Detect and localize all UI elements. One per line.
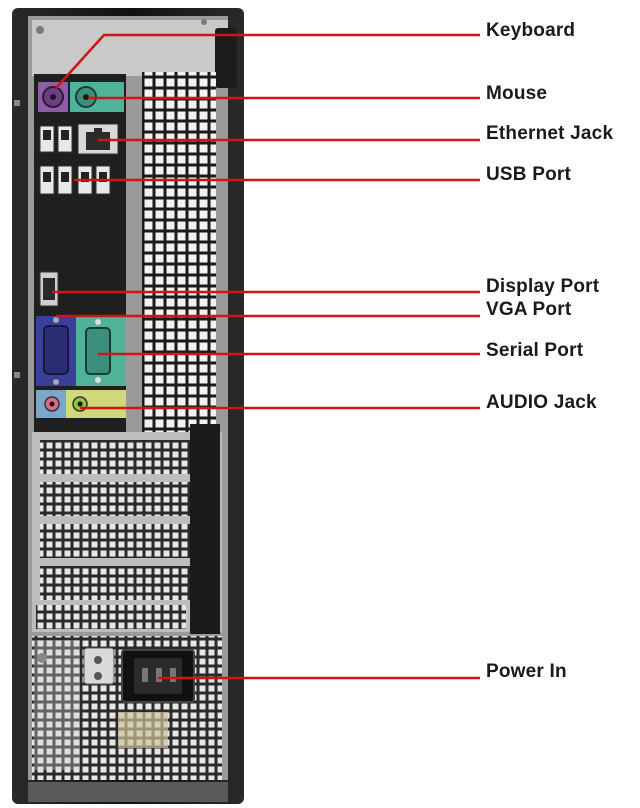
label-audio-jack: AUDIO Jack: [486, 392, 597, 413]
label-power-in: Power In: [486, 661, 567, 682]
label-mouse: Mouse: [486, 83, 548, 104]
audio-jack: [36, 390, 126, 418]
label-vga-port: VGA Port: [486, 299, 572, 320]
keyboard-port: [38, 82, 68, 112]
label-display-port: Display Port: [486, 276, 600, 297]
label-serial-port: Serial Port: [486, 340, 584, 361]
serial-port: [76, 316, 126, 386]
label-keyboard: Keyboard: [486, 20, 576, 41]
display-port: [39, 271, 59, 307]
vga-port: [36, 316, 76, 386]
label-ethernet-jack: Ethernet Jack: [486, 123, 614, 144]
power-inlet: [121, 649, 195, 703]
label-usb-port: USB Port: [486, 164, 571, 185]
usb-port-upper: [39, 125, 73, 153]
leader-line-keyboard: [55, 33, 480, 89]
leader-lines: [52, 33, 480, 680]
